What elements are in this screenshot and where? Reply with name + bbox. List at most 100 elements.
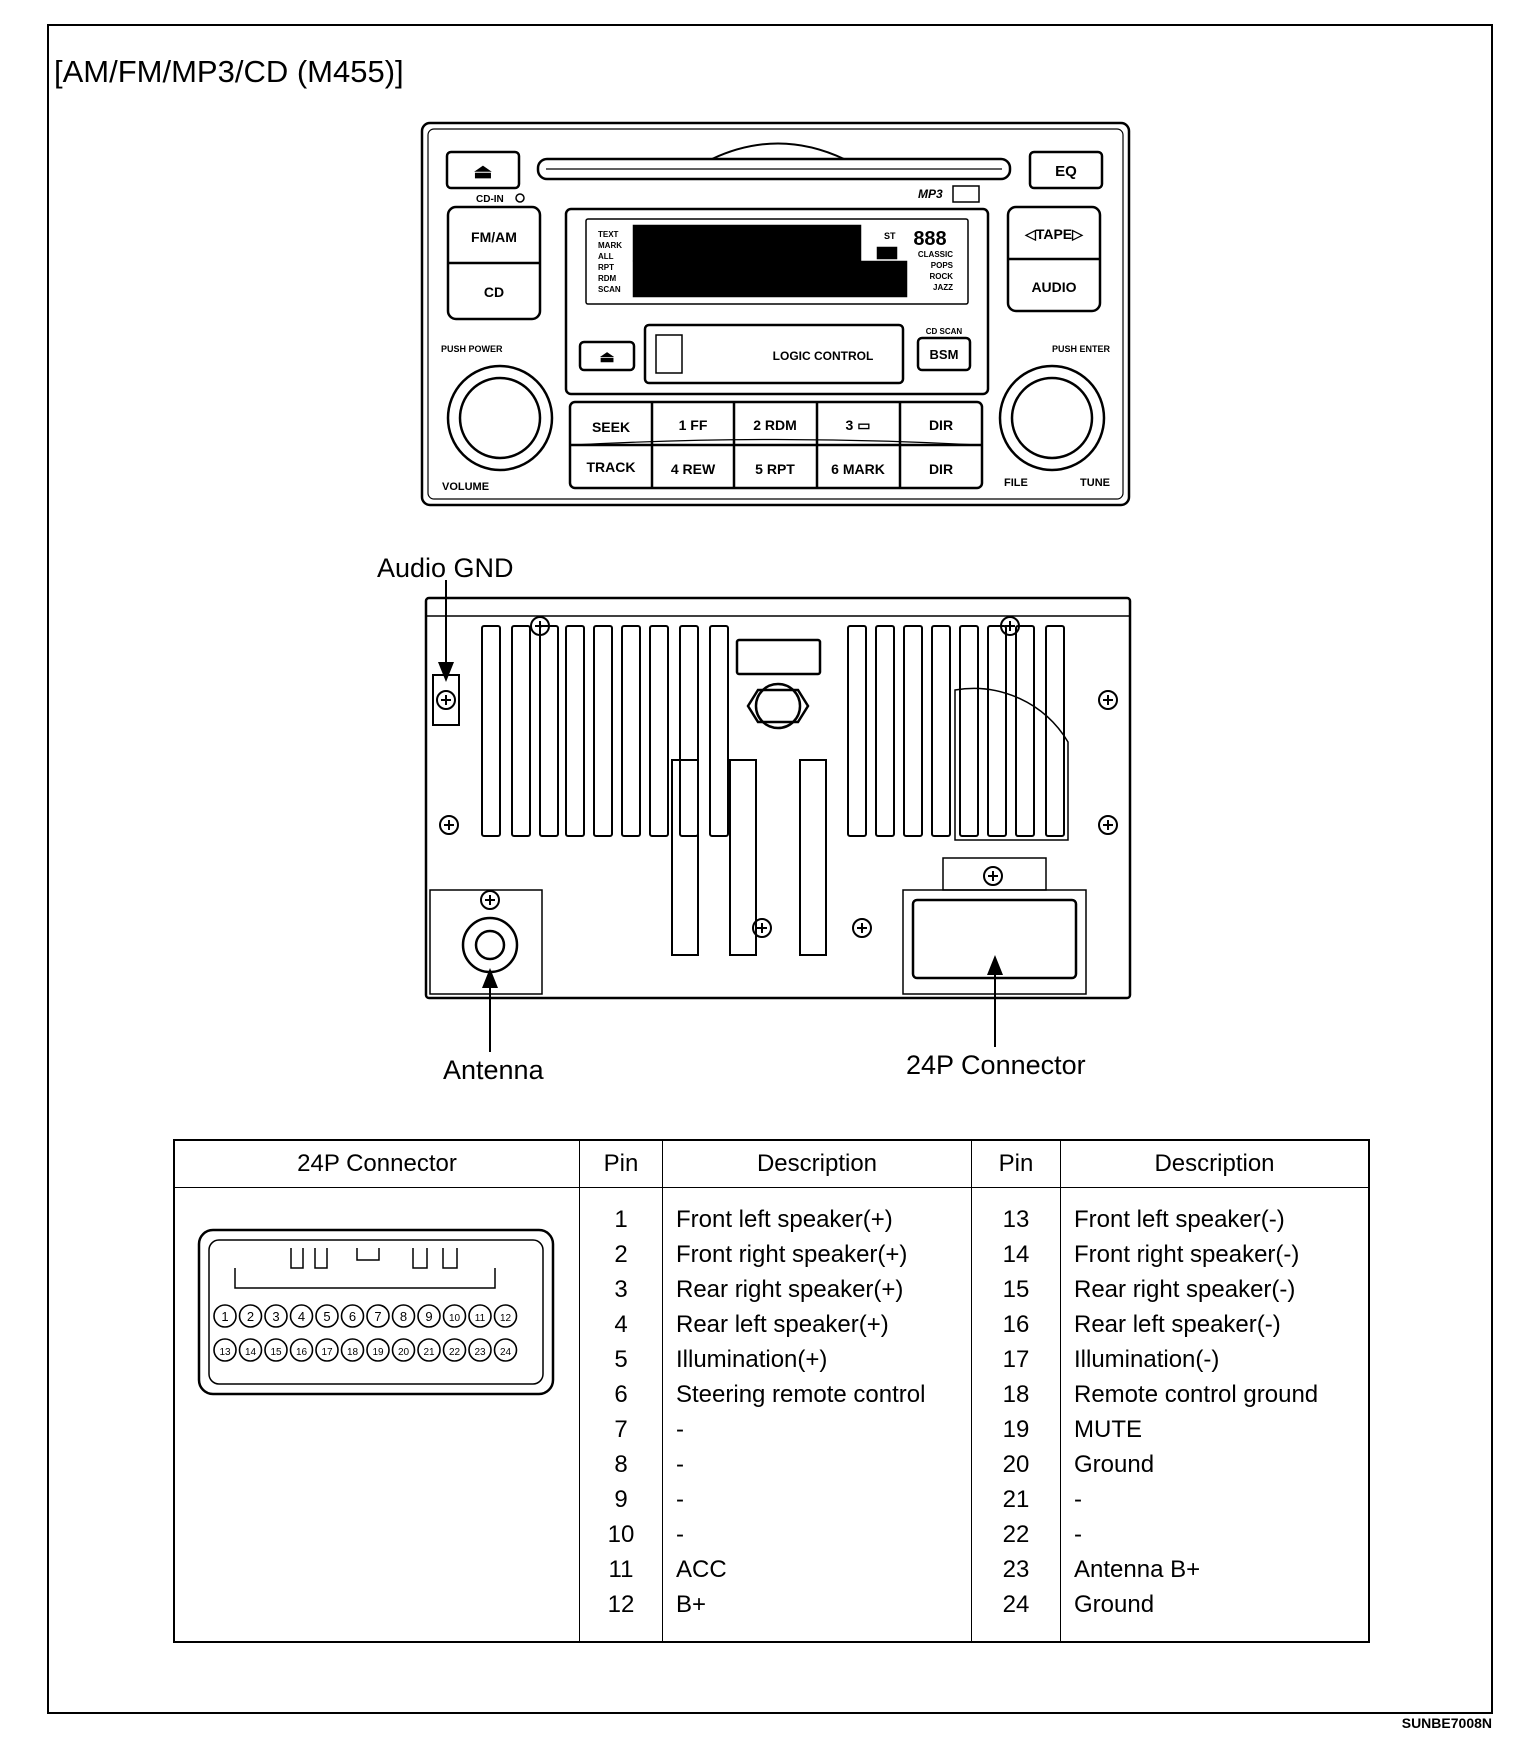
push-enter-label: PUSH ENTER [1052,344,1111,354]
tape-eject-button[interactable] [578,340,636,372]
connector-pin: 18 [340,1338,365,1362]
eq-button[interactable] [1028,150,1104,190]
push-power-label: PUSH POWER [441,344,503,354]
connector-pin: 13 [213,1338,237,1362]
connector-pin: 17 [315,1338,339,1362]
connector-pin: 20 [391,1338,416,1362]
heat-sink-fin [539,625,559,837]
connector-pin-number: 14 [245,1347,257,1358]
connector-pin: 12 [493,1304,518,1328]
pinout-table: 24P Connector Pin Description Pin Descri… [173,1139,1370,1643]
pin-description: Rear right speaker(+) [676,1276,904,1303]
volume-knob[interactable] [446,364,554,472]
connector-pin: 9 [417,1304,441,1328]
pin-number: 19 [1002,1416,1030,1443]
connector-pin-number: 10 [449,1313,461,1324]
pin-number: 2 [614,1241,628,1268]
connector-pin-number: 23 [474,1347,486,1358]
track-label: TRACK [587,459,636,475]
heat-sink-fin [931,625,951,837]
pin-description: Remote control ground [1074,1381,1319,1408]
screw-icon [530,616,550,636]
preset-button-top[interactable]: 1 FF [679,417,708,433]
eject-button[interactable] [445,150,521,190]
heat-sink-fin [1015,625,1035,837]
screw-icon [852,918,872,938]
display-indicator-right: POPS [931,261,954,270]
file-label: FILE [1004,477,1028,489]
fm-am-label: FM/AM [471,229,517,245]
pin-number: 12 [607,1591,635,1618]
pin-description: Illumination(+) [676,1346,828,1373]
connector-pin: 3 [264,1304,288,1328]
preset-button-top[interactable]: 3 ▭ [846,417,871,433]
heat-sink-fin [875,625,895,837]
pin-number: 11 [608,1556,634,1583]
table-header-connector: 24P Connector [173,1139,580,1188]
connector-pin: 14 [238,1338,263,1362]
connector-callout: 24P Connector [906,1050,1086,1080]
pin-description: - [676,1451,684,1478]
cd-label: CD [484,284,504,300]
cd-in-label: CD-IN [476,194,504,205]
heat-sink-fin [847,625,867,837]
pin-number: 10 [607,1521,635,1548]
pin-description: Rear left speaker(+) [676,1311,889,1338]
connector-pin: 1 [213,1304,237,1328]
tune-label: TUNE [1080,477,1110,489]
connector-pin-number: 6 [349,1309,356,1324]
heat-sink-fin [481,625,501,837]
connector-pin-number: 21 [423,1347,435,1358]
connector-pin: 19 [366,1338,390,1362]
radio-front-panel: ⏏ CD-IN EQ MP3 FM/AM CD ◁TAPE▷ AUDIO TEX… [420,121,1131,507]
preset-button-bottom[interactable]: 4 REW [671,461,716,477]
bsm-button[interactable] [916,336,972,372]
pin-description: Rear right speaker(-) [1074,1276,1296,1303]
connector-pin-number: 4 [298,1309,305,1324]
figure-title: [AM/FM/MP3/CD (M455)] [54,54,404,89]
pin-number: 7 [614,1416,628,1443]
heat-sink-fin [565,625,585,837]
heat-sink-fin [1045,625,1065,837]
preset-button-bottom[interactable]: DIR [929,461,953,477]
pin-description: - [1074,1521,1082,1548]
pin-description: Front left speaker(+) [676,1206,893,1233]
connector-pin-number: 20 [398,1347,410,1358]
connector-pin-number: 15 [270,1347,282,1358]
audio-label: AUDIO [1031,279,1076,295]
heat-sink-fin [593,625,613,837]
table-header-description-right: Description [1060,1139,1370,1188]
pin-number: 9 [614,1486,628,1513]
heat-sink-fin [679,625,699,837]
screw-icon [1000,616,1020,636]
display-indicator-left: SCAN [598,285,621,294]
display-indicator-left: MARK [598,241,622,250]
preset-button-top[interactable]: 2 RDM [753,417,797,433]
connector-pin: 15 [264,1338,288,1362]
connector-pin-number: 13 [219,1347,231,1358]
screw-icon [480,890,500,910]
connector-pin-number: 3 [272,1309,279,1324]
connector-pin-number: 17 [321,1347,333,1358]
tune-knob[interactable] [998,364,1106,472]
preset-button-top[interactable]: DIR [929,417,953,433]
pin-number: 3 [614,1276,628,1303]
pin-description: B+ [676,1591,707,1618]
volume-label: VOLUME [442,481,489,493]
preset-button-bottom[interactable]: 5 RPT [755,461,795,477]
tape-label: ◁TAPE▷ [1024,226,1084,242]
display-indicator-right: ROCK [929,272,953,281]
pin-description: Front left speaker(-) [1074,1206,1285,1233]
pin-description: Ground [1074,1451,1155,1478]
antenna-callout: Antenna [443,1055,544,1085]
display-indicator-left: ALL [598,252,614,261]
disc-logo [952,185,980,203]
screw-icon [752,918,772,938]
pin-number: 22 [1002,1521,1030,1548]
screw-icon [436,690,456,710]
bracket-rail [729,759,757,956]
pin-description: ACC [676,1556,727,1583]
connector-pin-number: 24 [500,1347,512,1358]
preset-button-bottom[interactable]: 6 MARK [831,461,885,477]
